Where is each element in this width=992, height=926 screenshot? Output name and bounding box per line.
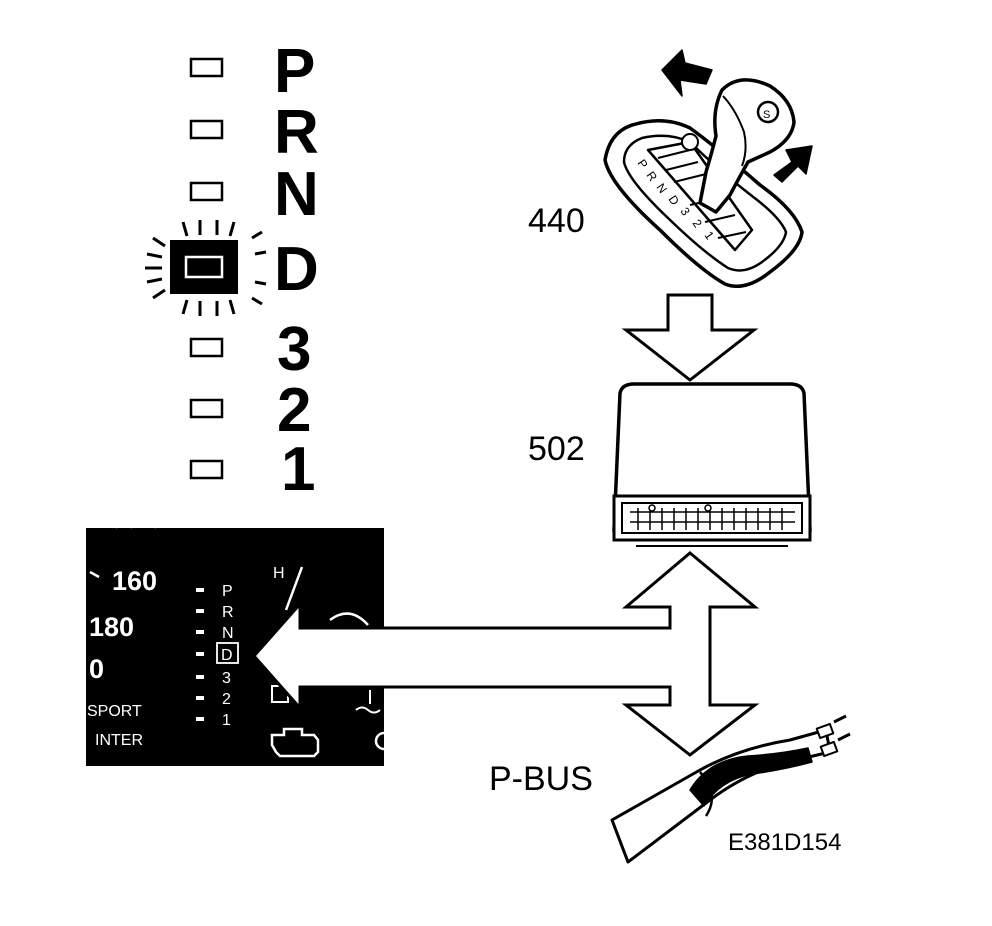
- cluster-gear-2: 2: [222, 691, 231, 708]
- gear-lamp-n: [189, 181, 224, 202]
- communication-arrow: [251, 551, 760, 757]
- cluster-gear-n: N: [222, 625, 234, 642]
- cluster-gear-dashes: [196, 588, 204, 721]
- gear-letter-3: 3: [277, 315, 311, 384]
- speed-label-180: 180: [89, 612, 134, 642]
- sport-label: SPORT: [87, 703, 142, 720]
- active-glow-rays: [145, 220, 267, 316]
- temp-gauge-arc: [329, 612, 369, 626]
- engine-check-icon: [270, 727, 320, 758]
- gear-lamp-r: [189, 119, 224, 140]
- gear-letter-p: P: [274, 37, 315, 106]
- gear-letter-r: R: [274, 98, 319, 167]
- cluster-gear-r: R: [222, 604, 234, 621]
- control-module-ref: 502: [528, 430, 585, 468]
- gear-letter-d: D: [274, 235, 319, 304]
- speed-label-160: 160: [112, 566, 157, 596]
- cluster-gear-icon: [374, 731, 385, 751]
- control-module: [612, 382, 812, 547]
- gear-letter-2: 2: [277, 376, 311, 445]
- temp-h-label: H: [273, 565, 285, 582]
- p-bus-label: P-BUS: [489, 760, 593, 798]
- speed-label-0: 0: [89, 654, 104, 684]
- cluster-gear-d-box: [216, 642, 239, 664]
- shift-arrow-left: [661, 49, 713, 97]
- shift-arrow-right: [773, 145, 813, 183]
- svg-text:S: S: [763, 109, 770, 121]
- gear-lamp-2: [189, 398, 224, 419]
- gear-selector-assembly: S: [603, 49, 813, 288]
- coolant-icon: [355, 690, 381, 714]
- cluster-gear-p: P: [222, 583, 233, 600]
- gear-letter-n: N: [274, 160, 319, 229]
- gear-indicator-panel: P R N D 3 2 1: [145, 37, 319, 504]
- gear-letter-1: 1: [281, 435, 315, 504]
- cluster-gear-3: 3: [222, 670, 231, 687]
- signal-arrow-down: [621, 293, 759, 382]
- p-bus-cable: [610, 714, 851, 864]
- gear-lamp-3: [189, 337, 224, 358]
- cluster-gear-1: 1: [222, 712, 231, 729]
- module-connector-pins: [630, 504, 795, 530]
- figure-code: E381D154: [728, 829, 841, 856]
- gear-lamp-1: [189, 459, 224, 480]
- gear-lamp-p: [189, 57, 224, 78]
- winter-label: INTER: [95, 732, 143, 749]
- gear-selector-ref: 440: [528, 202, 585, 240]
- cluster-gear-d: D: [221, 647, 233, 664]
